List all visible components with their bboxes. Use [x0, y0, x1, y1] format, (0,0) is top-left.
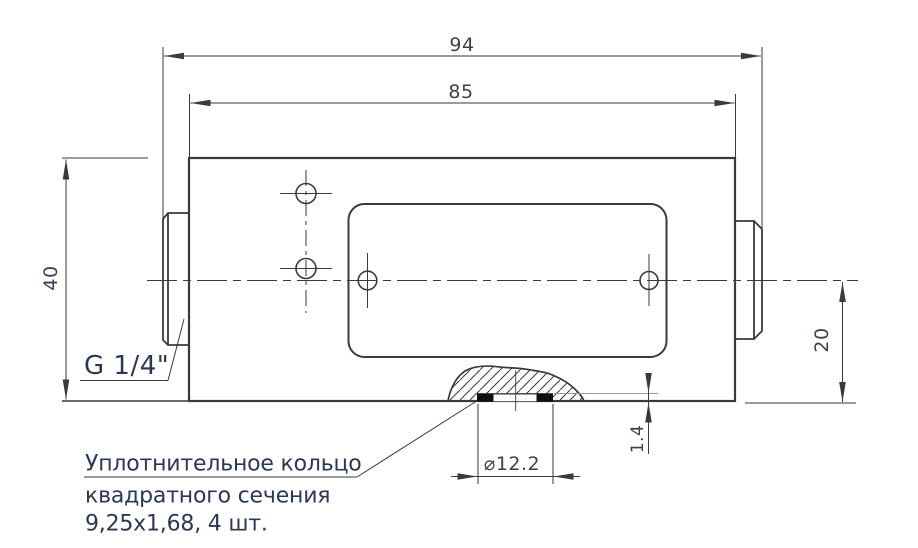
seal-ring-section-left	[477, 393, 494, 402]
dimension-groove-depth: 1.4	[554, 373, 658, 454]
drill-holes	[295, 182, 659, 291]
dimension-groove-diameter: ⌀12.2	[451, 404, 580, 484]
dimension-94: 94	[162, 34, 763, 228]
valve-body	[147, 156, 858, 403]
dimension-value-groove-diameter: ⌀12.2	[484, 453, 540, 475]
dimension-value-20: 20	[811, 327, 833, 352]
left-port-boss	[162, 212, 189, 346]
center-axes	[147, 170, 858, 313]
dimension-40: 40	[40, 157, 189, 402]
dimension-85: 85	[189, 81, 736, 157]
thread-label: G 1/4"	[84, 351, 169, 381]
leader-line	[356, 400, 478, 478]
left-boss-outline	[162, 212, 189, 346]
seal-ring-section-right	[536, 393, 553, 402]
seal-note-line-1: Уплотнительное кольцо	[85, 452, 362, 477]
dimension-20: 20	[745, 282, 856, 404]
dimension-value-85: 85	[448, 81, 473, 103]
leader-line	[167, 318, 185, 381]
groove-opening	[493, 393, 537, 402]
seal-ring-note: Уплотнительное кольцо квадратного сечени…	[84, 400, 478, 537]
breakout-section	[446, 365, 586, 411]
body-outline	[187, 156, 737, 403]
dimension-value-groove-depth: 1.4	[628, 425, 648, 454]
dimension-value-40: 40	[40, 265, 62, 290]
seal-note-line-2: квадратного сечения	[85, 484, 330, 509]
thread-callout: G 1/4"	[80, 318, 185, 381]
dimension-value-94: 94	[449, 34, 474, 56]
seal-note-line-3: 9,25х1,68, 4 шт.	[85, 512, 268, 537]
